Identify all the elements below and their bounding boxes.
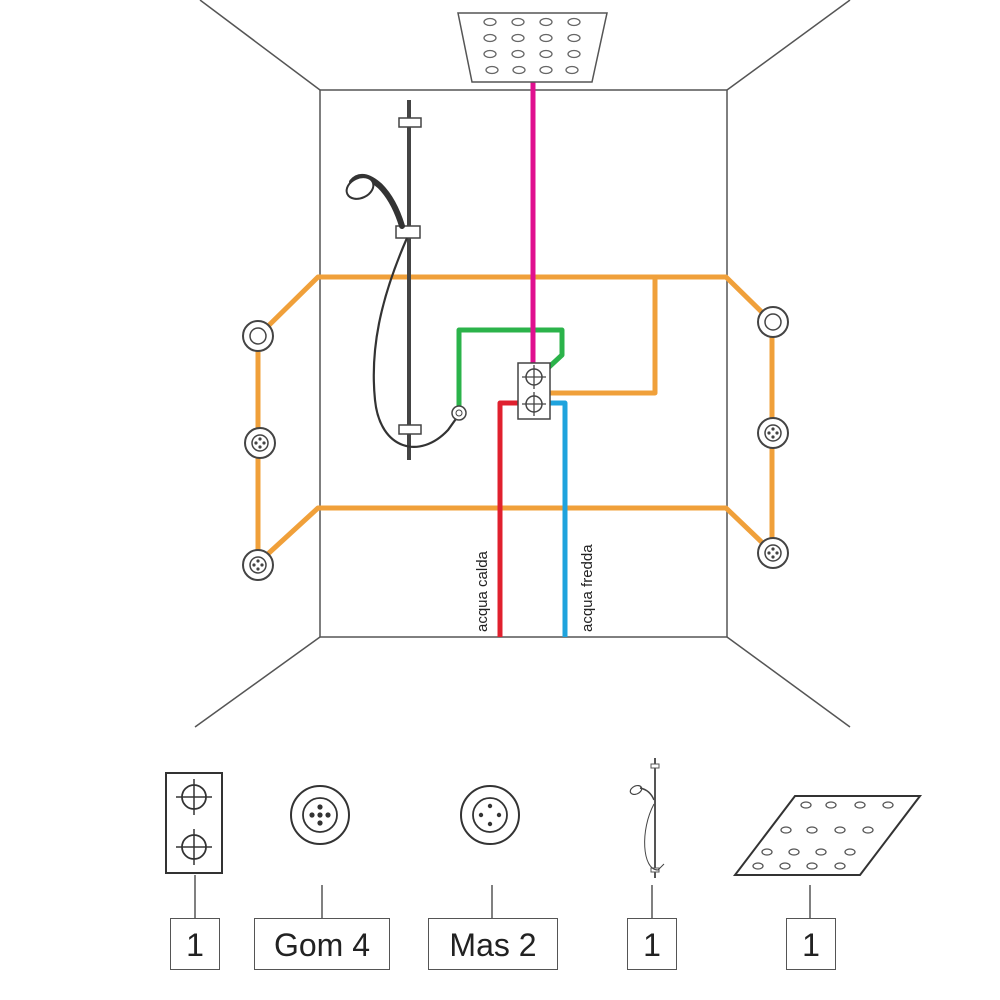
legend-mixer-valve-icon — [165, 772, 223, 874]
back-wall — [319, 89, 728, 638]
legend-label-gom: Gom 4 — [254, 918, 390, 970]
legend-body-jet-gom-icon — [290, 785, 350, 845]
wall-outlet-icon — [451, 405, 467, 421]
shower-slide-rail-icon — [395, 100, 422, 460]
legend-connectors — [194, 875, 811, 920]
cold-water-pipe — [545, 400, 568, 637]
body-jet-icon — [757, 537, 789, 569]
handshower-pipe — [456, 327, 565, 410]
floor-edge-left — [194, 636, 321, 728]
room-outline — [194, 0, 851, 728]
body-jet-pipes — [255, 274, 775, 566]
body-jet-icon — [244, 427, 276, 459]
body-jet-icon — [242, 320, 274, 352]
legend-label-shower-rail: 1 — [627, 918, 677, 970]
legend-label-rain-head: 1 — [786, 918, 836, 970]
body-jet-icon — [242, 549, 274, 581]
hand-shower-icon — [345, 173, 459, 448]
cold-water-label: acqua fredda — [579, 544, 596, 632]
ceiling-edge-left — [199, 0, 321, 91]
body-jet-icon — [757, 417, 789, 449]
hot-water-label: acqua calda — [474, 550, 491, 632]
body-jet-icon — [757, 306, 789, 338]
ceiling-edge-right — [726, 0, 851, 91]
mixer-valve-icon — [517, 362, 551, 420]
legend-body-jet-mas-icon — [460, 785, 520, 845]
legend-rain-head-icon — [732, 795, 923, 876]
rain-shower-head-icon — [457, 12, 608, 83]
legend-label-mas: Mas 2 — [428, 918, 558, 970]
legend-label-mixer: 1 — [170, 918, 220, 970]
hot-water-pipe — [497, 400, 522, 637]
floor-edge-right — [726, 636, 851, 728]
legend-shower-rail-icon — [629, 758, 665, 878]
